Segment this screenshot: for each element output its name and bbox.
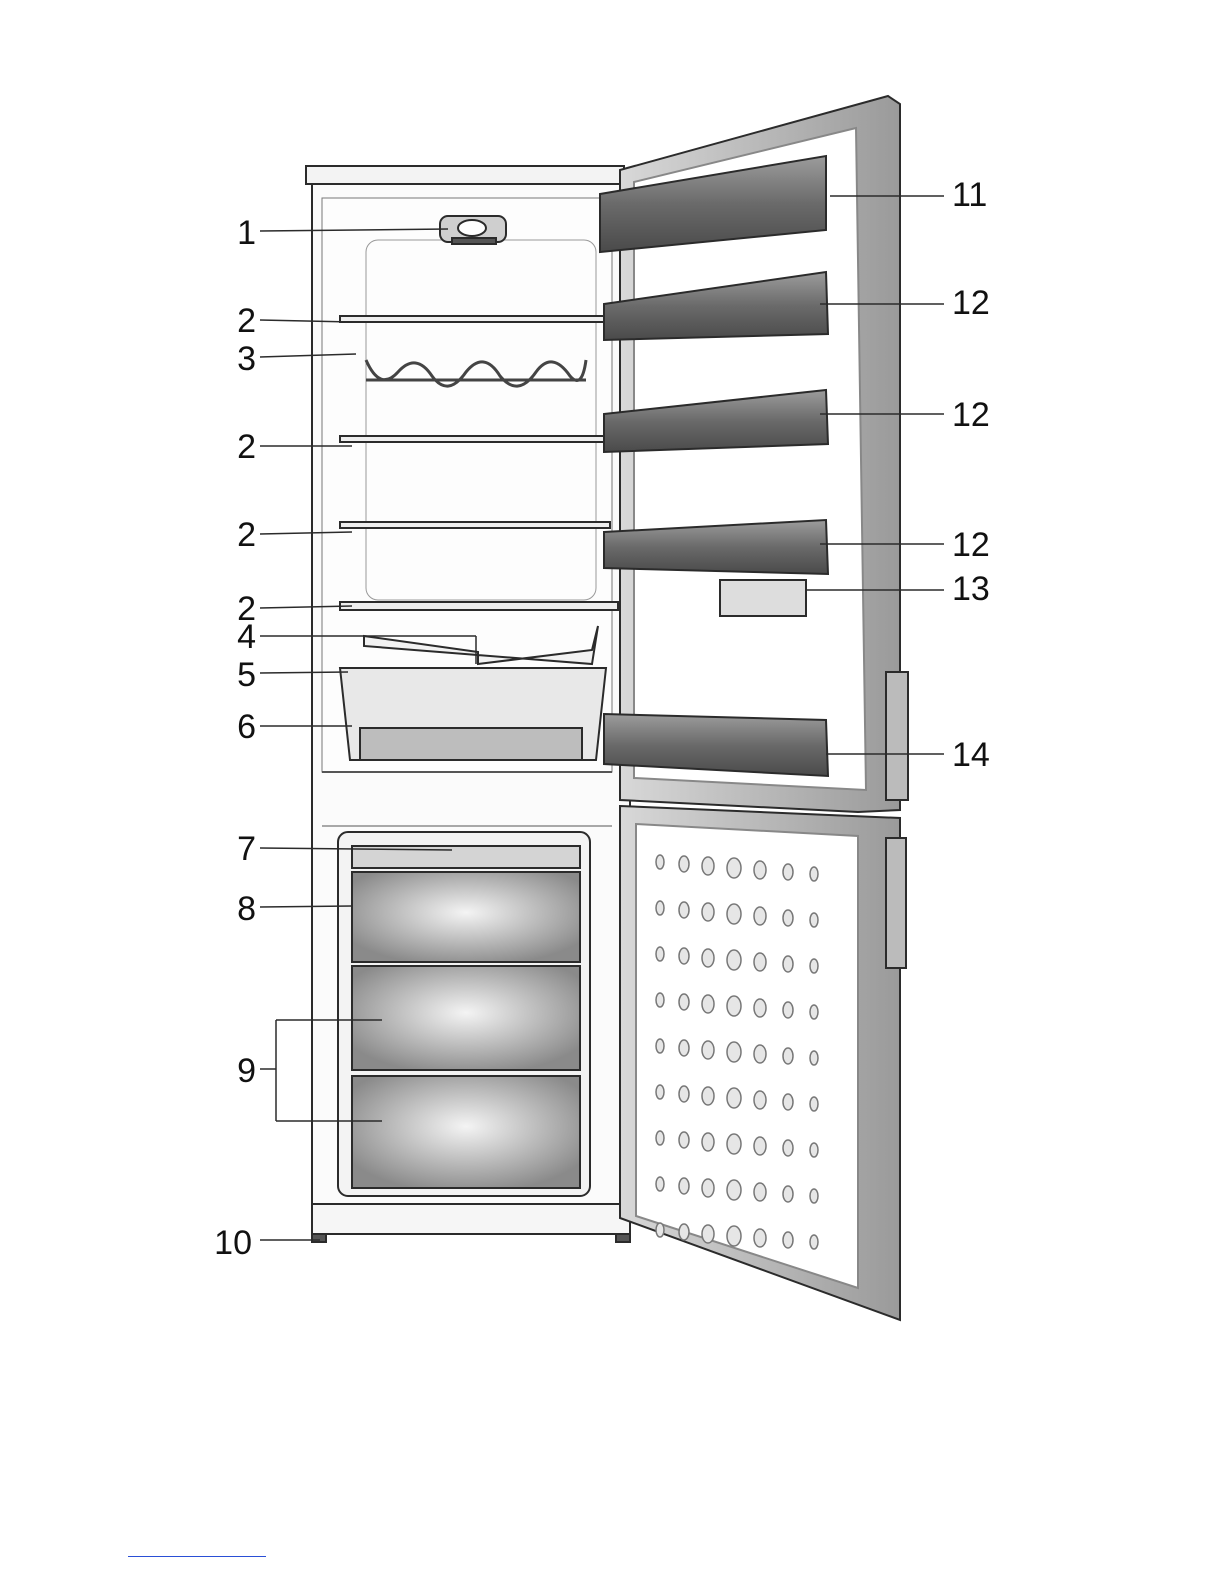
dimple bbox=[679, 1086, 689, 1102]
dimple bbox=[656, 1223, 664, 1237]
dimple bbox=[656, 901, 664, 915]
callout-2a: 2 bbox=[196, 304, 256, 338]
freezer-compartment bbox=[338, 832, 590, 1196]
dimple bbox=[702, 1225, 714, 1243]
dimple bbox=[679, 1224, 689, 1240]
callout-2c: 2 bbox=[196, 518, 256, 552]
dimple bbox=[702, 995, 714, 1013]
dimple bbox=[783, 864, 793, 880]
leader-line bbox=[260, 906, 352, 907]
dimple bbox=[754, 1229, 766, 1247]
dimple bbox=[702, 1179, 714, 1197]
dimple bbox=[754, 907, 766, 925]
dimple bbox=[727, 1226, 741, 1246]
dimple bbox=[656, 1131, 664, 1145]
dimple bbox=[810, 1143, 818, 1157]
dimple bbox=[702, 1041, 714, 1059]
dimple bbox=[810, 1235, 818, 1249]
dimple bbox=[810, 959, 818, 973]
dimple bbox=[810, 1005, 818, 1019]
callout-6: 6 bbox=[196, 710, 256, 744]
dimple bbox=[656, 1177, 664, 1191]
dimple bbox=[727, 904, 741, 924]
dimple bbox=[783, 956, 793, 972]
dimple bbox=[810, 1189, 818, 1203]
callout-12a: 12 bbox=[952, 286, 990, 320]
dimple bbox=[810, 1051, 818, 1065]
dimple bbox=[810, 913, 818, 927]
crisper-drawer bbox=[340, 668, 606, 760]
dimple bbox=[783, 1002, 793, 1018]
dimple bbox=[679, 1132, 689, 1148]
callout-7: 7 bbox=[196, 832, 256, 866]
dimple bbox=[783, 1232, 793, 1248]
callout-3: 3 bbox=[196, 342, 256, 376]
dimple bbox=[754, 1137, 766, 1155]
dimple bbox=[727, 1088, 741, 1108]
dimple bbox=[702, 1133, 714, 1151]
dimple bbox=[727, 858, 741, 878]
dimple bbox=[810, 1097, 818, 1111]
callout-10: 10 bbox=[192, 1226, 252, 1260]
dimple bbox=[783, 1094, 793, 1110]
callout-11: 11 bbox=[952, 178, 987, 212]
callout-8: 8 bbox=[196, 892, 256, 926]
footer-link-underline bbox=[128, 1556, 266, 1557]
dimple bbox=[727, 950, 741, 970]
dimple bbox=[754, 861, 766, 879]
dimple bbox=[727, 996, 741, 1016]
dimple bbox=[727, 1180, 741, 1200]
dimple bbox=[810, 867, 818, 881]
dimple bbox=[702, 1087, 714, 1105]
callout-9: 9 bbox=[196, 1054, 256, 1088]
dimple bbox=[679, 1040, 689, 1056]
dimple bbox=[783, 1186, 793, 1202]
callout-14: 14 bbox=[952, 738, 990, 772]
thermostat-light-unit bbox=[440, 216, 506, 244]
callout-4: 4 bbox=[196, 620, 256, 654]
dimple bbox=[702, 949, 714, 967]
callout-5: 5 bbox=[196, 658, 256, 692]
dimple bbox=[656, 947, 664, 961]
dimple bbox=[702, 903, 714, 921]
callout-12c: 12 bbox=[952, 528, 990, 562]
dimple bbox=[656, 993, 664, 1007]
dimple bbox=[754, 953, 766, 971]
dimple bbox=[727, 1134, 741, 1154]
dimple bbox=[727, 1042, 741, 1062]
dimple bbox=[754, 1091, 766, 1109]
dimple bbox=[754, 1183, 766, 1201]
dimple bbox=[679, 948, 689, 964]
dimple bbox=[679, 1178, 689, 1194]
dimple bbox=[656, 855, 664, 869]
dimple bbox=[656, 1039, 664, 1053]
dimple bbox=[783, 1048, 793, 1064]
dimple bbox=[754, 1045, 766, 1063]
dimple bbox=[656, 1085, 664, 1099]
dimple bbox=[783, 1140, 793, 1156]
callout-12b: 12 bbox=[952, 398, 990, 432]
dimple bbox=[783, 910, 793, 926]
callout-2b: 2 bbox=[196, 430, 256, 464]
dimple bbox=[679, 994, 689, 1010]
dimple bbox=[702, 857, 714, 875]
dimple bbox=[679, 856, 689, 872]
leader-line bbox=[260, 672, 348, 673]
dimple bbox=[754, 999, 766, 1017]
callout-13: 13 bbox=[952, 572, 990, 606]
callout-1: 1 bbox=[196, 216, 256, 250]
dimple bbox=[679, 902, 689, 918]
